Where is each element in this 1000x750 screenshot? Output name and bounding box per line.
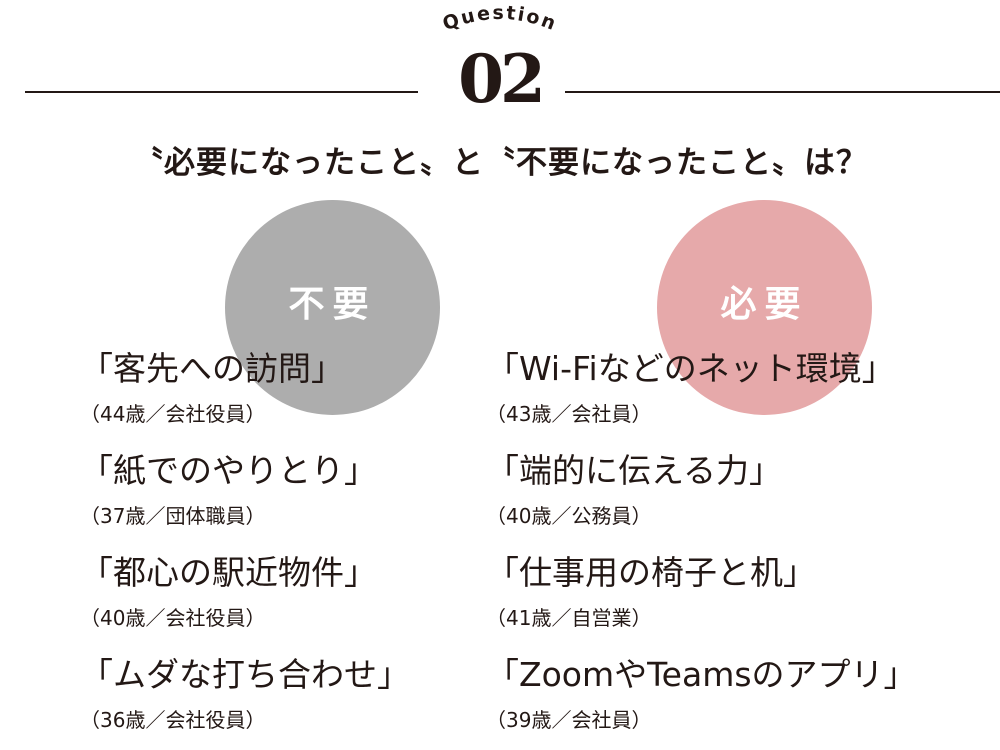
item-title: 「仕事用の椅子と机」	[486, 553, 816, 592]
question-number: 02	[458, 40, 546, 118]
list-item: 「仕事用の椅子と机」 （41歳／自営業）	[486, 556, 816, 628]
item-title: 「端的に伝える力」	[486, 451, 783, 490]
item-respondent: （41歳／自営業）	[486, 606, 652, 630]
question-label: Question	[440, 2, 561, 35]
item-title: 「客先への訪問」	[80, 349, 344, 388]
necessary-circle	[657, 200, 872, 415]
item-respondent: （40歳／公務員）	[486, 504, 652, 528]
svg-text:Question: Question	[440, 2, 561, 35]
question-label-text: Question	[440, 2, 559, 35]
list-item: 「Wi-Fiなどのネット環境」 （43歳／会社員）	[486, 352, 895, 424]
necessary-label: 必要	[720, 284, 809, 325]
item-respondent: （44歳／会社役員）	[80, 402, 266, 426]
item-title: 「ZoomやTeamsのアプリ」	[486, 655, 917, 694]
list-item: 「端的に伝える力」 （40歳／公務員）	[486, 454, 782, 526]
item-respondent: （37歳／団体職員）	[80, 504, 266, 528]
item-title: 「都心の駅近物件」	[80, 553, 377, 592]
item-title: 「紙でのやりとり」	[80, 451, 377, 490]
item-respondent: （40歳／会社役員）	[80, 606, 266, 630]
list-item: 「都心の駅近物件」 （40歳／会社役員）	[80, 556, 377, 628]
item-respondent: （36歳／会社役員）	[80, 708, 266, 732]
item-title: 「Wi-Fiなどのネット環境」	[486, 349, 895, 388]
unnecessary-label: 不要	[288, 284, 377, 325]
item-respondent: （43歳／会社員）	[486, 402, 652, 426]
list-item: 「客先への訪問」 （44歳／会社役員）	[80, 352, 344, 424]
unnecessary-circle	[225, 200, 440, 415]
header-rule-left	[25, 91, 418, 93]
header-rule-right	[565, 91, 1000, 93]
item-title: 「ムダな打ち合わせ」	[80, 655, 410, 694]
item-respondent: （39歳／会社員）	[486, 708, 652, 732]
list-item: 「ZoomやTeamsのアプリ」 （39歳／会社員）	[486, 658, 917, 730]
page-headline: 〝必要になったこと〟と〝不要になったこと〟は？	[132, 145, 868, 181]
list-item: 「紙でのやりとり」 （37歳／団体職員）	[80, 454, 377, 526]
list-item: 「ムダな打ち合わせ」 （36歳／会社役員）	[80, 658, 410, 730]
